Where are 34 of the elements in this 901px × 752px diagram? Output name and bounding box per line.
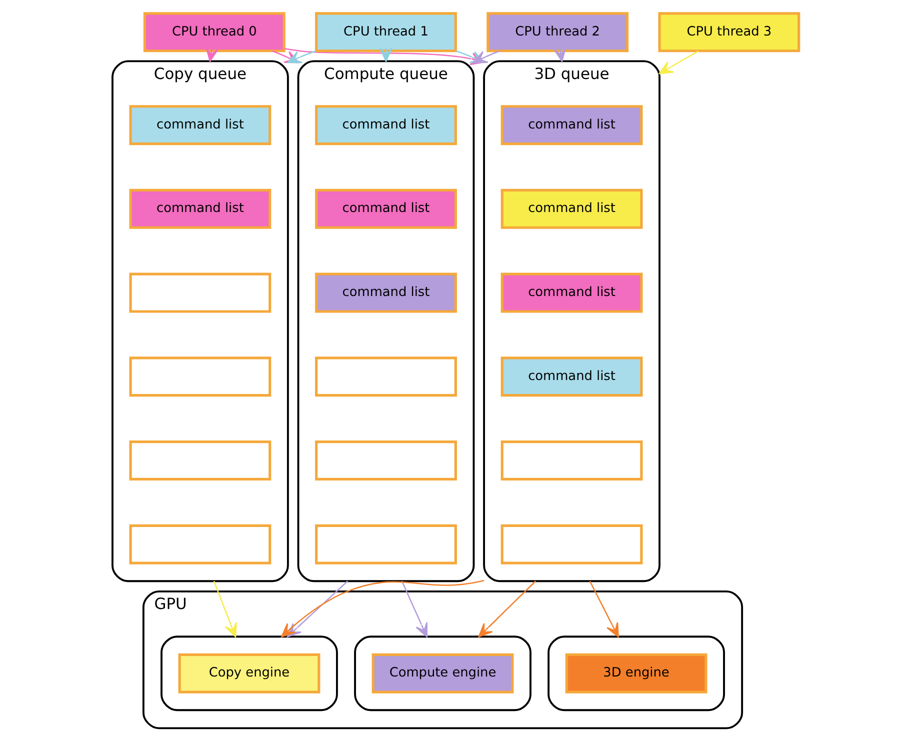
arrow — [473, 50, 500, 64]
node-box — [129, 272, 272, 313]
node-box: command list — [500, 105, 643, 146]
node-box: command list — [315, 105, 457, 146]
node-box: command list — [500, 272, 643, 313]
node-box — [315, 356, 457, 397]
arrow — [206, 46, 218, 62]
arrow — [658, 50, 699, 74]
cluster — [548, 636, 725, 712]
node-box — [500, 524, 643, 564]
node-box: command list — [129, 105, 272, 146]
node-box: command list — [500, 188, 643, 229]
arrow — [380, 48, 392, 62]
node-box: Compute engine — [372, 653, 514, 694]
cluster — [160, 636, 338, 712]
cluster — [354, 636, 532, 712]
arrow — [213, 580, 237, 638]
arrow — [554, 46, 566, 62]
arrow — [287, 50, 316, 64]
node-box: Copy engine — [178, 653, 320, 694]
node-box: command list — [129, 188, 272, 229]
node-box: 3D engine — [565, 653, 708, 694]
node-box: command list — [315, 188, 457, 229]
node-box — [315, 524, 457, 564]
arrow — [401, 580, 428, 638]
node-box — [129, 440, 272, 480]
node-box: command list — [500, 356, 643, 397]
node-box: CPU thread 3 — [658, 12, 800, 52]
node-box: command list — [315, 272, 457, 313]
arrow — [478, 580, 536, 638]
node-box — [500, 440, 643, 480]
node-box — [129, 524, 272, 564]
node-box — [129, 356, 272, 397]
node-box — [315, 440, 457, 480]
